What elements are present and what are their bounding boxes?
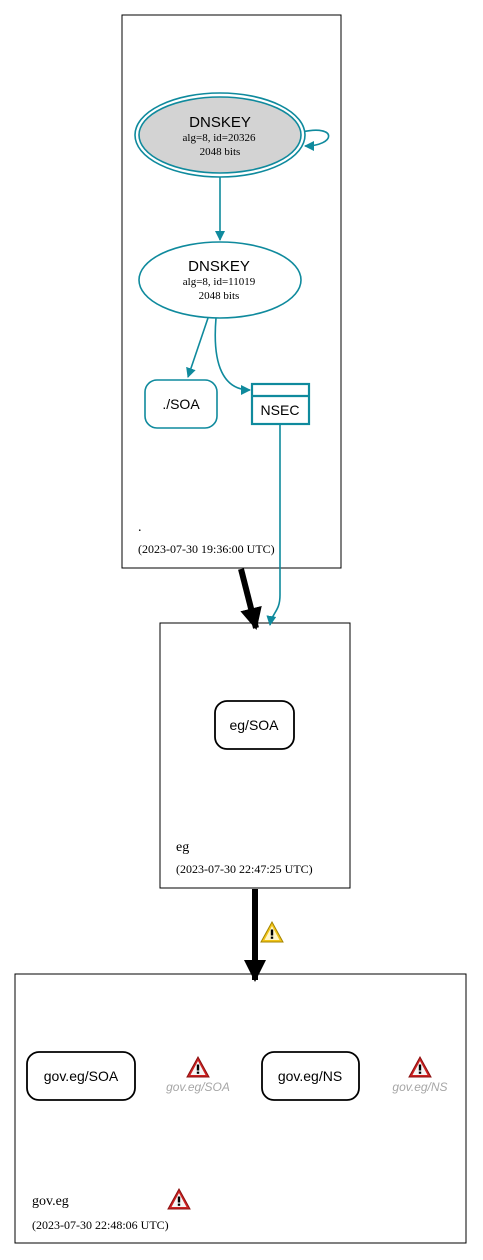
zone-root-name: . bbox=[138, 520, 142, 535]
ksk-line1: alg=8, id=20326 bbox=[183, 132, 256, 144]
zone-eg-timestamp: (2023-07-30 22:47:25 UTC) bbox=[176, 862, 313, 876]
ksk-line2: 2048 bits bbox=[200, 146, 241, 158]
zone-eg-name: eg bbox=[176, 840, 189, 855]
goveg-soa-error-label: gov.eg/SOA bbox=[166, 1080, 230, 1094]
goveg-soa-label: gov.eg/SOA bbox=[44, 1068, 119, 1084]
goveg-ns-label: gov.eg/NS bbox=[278, 1068, 342, 1084]
goveg-ns-error-label: gov.eg/NS bbox=[392, 1080, 447, 1094]
goveg-soa-error-node[interactable]: gov.eg/SOA bbox=[166, 1056, 230, 1094]
root-soa-node[interactable]: ./SOA bbox=[144, 379, 218, 429]
dnskey-ksk-node[interactable]: DNSKEY alg=8, id=20326 2048 bits bbox=[134, 92, 306, 178]
eg-soa-label: eg/SOA bbox=[229, 717, 279, 733]
zsk-to-root-soa-edge bbox=[186, 317, 209, 378]
eg-soa-node[interactable]: eg/SOA bbox=[214, 700, 295, 750]
zsk-line1: alg=8, id=11019 bbox=[183, 276, 256, 288]
delegation-warning-icon bbox=[260, 921, 284, 943]
nsec-to-eg-edge bbox=[266, 425, 281, 626]
goveg-ns-error-node[interactable]: gov.eg/NS bbox=[392, 1056, 448, 1094]
dnskey-zsk-node[interactable]: DNSKEY alg=8, id=11019 2048 bits bbox=[138, 241, 302, 319]
zone-eg-box bbox=[159, 622, 351, 889]
zsk-to-nsec-edge bbox=[214, 317, 251, 395]
nsec-node[interactable]: NSEC bbox=[250, 382, 311, 426]
ksk-self-edge bbox=[301, 129, 330, 151]
zone-goveg: gov.eg (2023-07-30 22:48:06 UTC) bbox=[14, 973, 467, 1244]
goveg-soa-node[interactable]: gov.eg/SOA bbox=[26, 1051, 136, 1101]
goveg-ns-node[interactable]: gov.eg/NS bbox=[261, 1051, 360, 1101]
zone-goveg-name: gov.eg bbox=[32, 1194, 69, 1209]
root-soa-label: ./SOA bbox=[162, 396, 200, 412]
zsk-line2: 2048 bits bbox=[199, 290, 240, 302]
nsec-label: NSEC bbox=[261, 402, 300, 418]
root-to-eg-delegation-edge bbox=[238, 568, 262, 630]
zone-goveg-timestamp: (2023-07-30 22:48:06 UTC) bbox=[32, 1218, 169, 1232]
zone-root-timestamp: (2023-07-30 19:36:00 UTC) bbox=[138, 542, 275, 556]
zone-eg: eg (2023-07-30 22:47:25 UTC) bbox=[159, 622, 351, 889]
zsk-title: DNSKEY bbox=[188, 258, 250, 275]
edges bbox=[186, 129, 330, 982]
ksk-title: DNSKEY bbox=[189, 114, 251, 131]
zone-goveg-box bbox=[14, 973, 467, 1244]
